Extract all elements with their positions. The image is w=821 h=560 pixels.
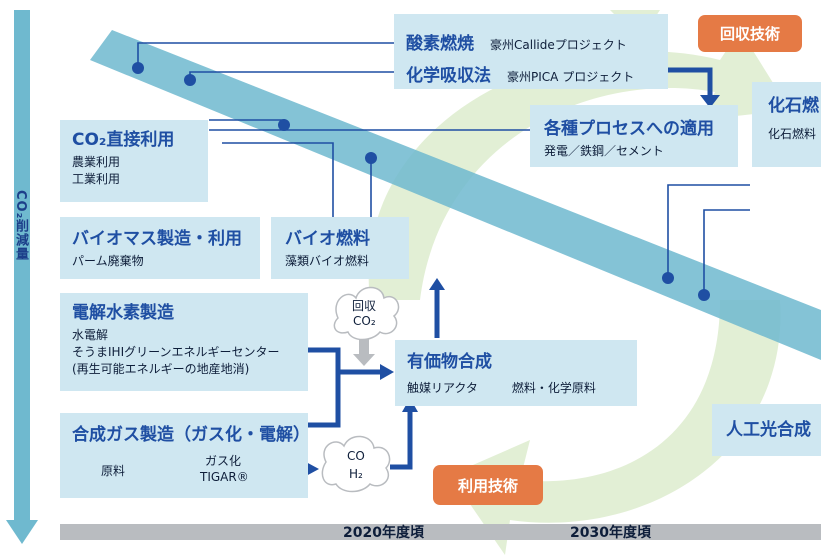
catalyst-reactor-label: 触媒リアクタ [407,381,478,395]
electrolysis-title: 電解水素製造 [72,303,174,323]
process-application-title: 各種プロセスへの適用 [544,119,714,139]
biofuel-title: バイオ燃料 [285,229,370,249]
co2-direct-use-title: CO₂直接利用 [72,130,175,150]
valuable-synthesis-box: 有価物合成 触媒リアクタ 燃料・化学原料 [395,340,637,406]
axis-bar [14,10,30,525]
fossil-sub: 化石燃料 [768,127,817,141]
co2-direct-use-industry: 工業利用 [72,172,121,186]
biomass-title: バイオマス製造・利用 [72,229,242,249]
artificial-photosynthesis-title: 人工光合成 [726,420,811,440]
recovered-co2-cloud [333,286,400,341]
recovery-tech-tag: 回収技術 [698,15,802,52]
axis-arrowhead [6,520,38,544]
valuable-synthesis-title: 有価物合成 [407,352,492,372]
raw-material-label: 原料 [101,464,126,478]
recovered-co2-line1: 回収 [352,299,377,313]
tigar-label: TIGAR® [200,470,249,484]
electrolysis-sub2: そうまIHIグリーンエネルギーセンター [72,345,280,359]
oxy-fuel-title: 酸素燃焼 [406,34,474,54]
electrolysis-box: 電解水素製造 水電解 そうまIHIグリーンエネルギーセンター (再生可能エネルギ… [60,293,308,391]
timeline-bar [60,524,821,540]
coh2-line2: H₂ [349,467,363,481]
fuel-chem-label: 燃料・化学原料 [511,381,596,395]
gasification-label: ガス化 [205,454,242,468]
recovered-co2-line2: CO₂ [353,314,376,328]
oxy-fuel-combustion-box: 酸素燃焼 豪州Callideプロジェクト 化学吸収法 豪州PICA プロジェクト [394,14,668,89]
syngas-box: 合成ガス製造（ガス化・電解） [60,413,310,498]
artificial-photosynthesis-box: 人工光合成 [712,404,821,456]
timeline-2030: 2030年度頃 [570,525,651,541]
fossil-title: 化石燃 [768,96,819,116]
fossil-box: 化石燃 化石燃料 [752,82,821,167]
timeline-2020: 2020年度頃 [343,525,424,541]
electrolysis-sub3: (再生可能エネルギーの地産地消) [72,362,250,376]
process-application-sub: 発電／鉄鋼／セメント [544,144,664,158]
syngas-title: 合成ガス製造（ガス化・電解） [72,425,310,445]
coh2-line1: CO [347,449,365,463]
oxy-fuel-sub: 豪州Callideプロジェクト [490,38,627,52]
electrolysis-sub1: 水電解 [72,328,109,342]
process-application-box: 各種プロセスへの適用 発電／鉄鋼／セメント [530,105,738,167]
biofuel-box: バイオ燃料 藻類バイオ燃料 [271,217,409,279]
co2-reduction-axis-label: CO₂削減量 [13,190,28,262]
co2-direct-use-agri: 農業利用 [72,155,121,169]
co2-direct-use-box: CO₂直接利用 農業利用 工業利用 [60,120,208,202]
biomass-box: バイオマス製造・利用 パーム廃棄物 [60,217,260,279]
utilization-tech-tag: 利用技術 [433,465,543,505]
biofuel-sub: 藻類バイオ燃料 [285,254,370,268]
chem-absorption-sub: 豪州PICA プロジェクト [507,70,635,84]
coh2-cloud [321,435,391,493]
co2-reduction-band [90,30,821,360]
biomass-sub: パーム廃棄物 [72,254,144,268]
chem-absorption-title: 化学吸収法 [406,66,491,86]
